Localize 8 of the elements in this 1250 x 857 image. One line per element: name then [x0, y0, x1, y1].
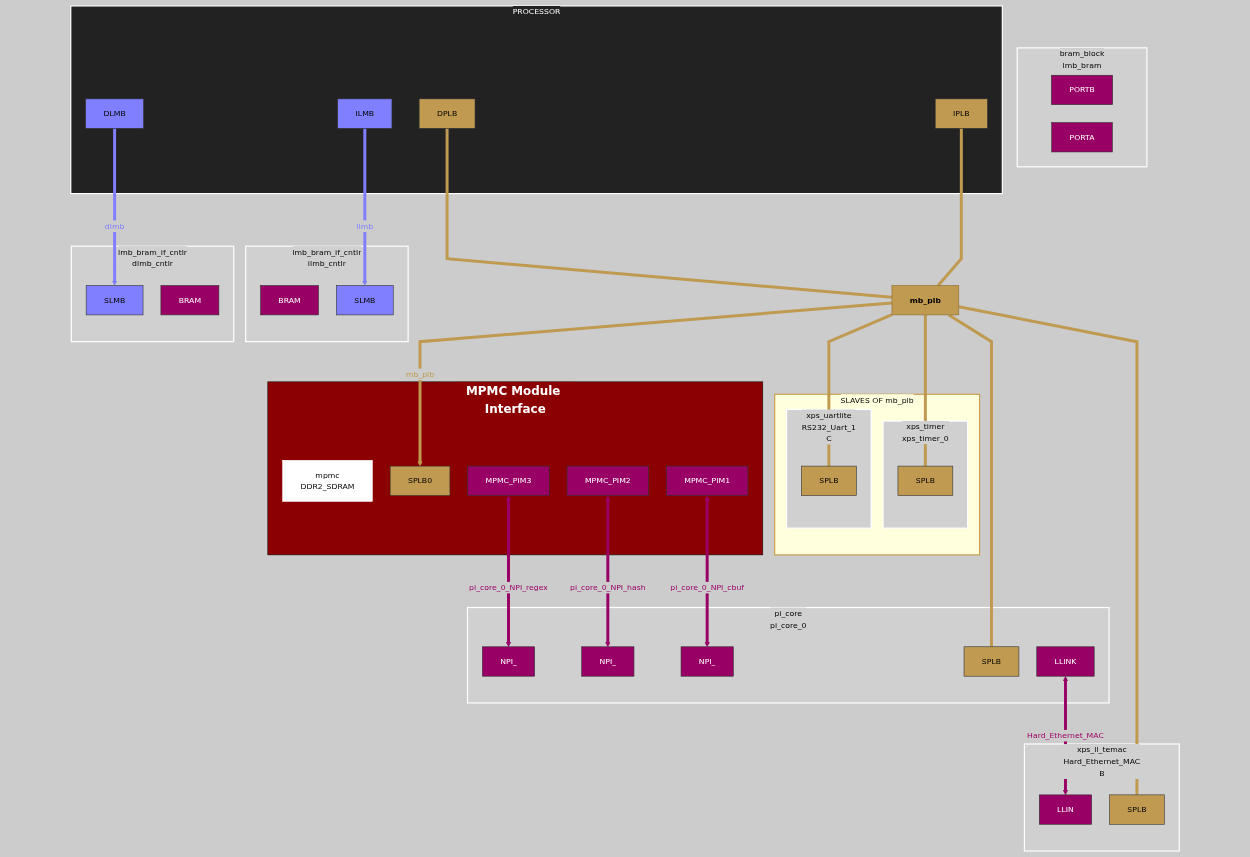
arrow [605, 495, 611, 647]
arrow [362, 128, 368, 286]
arrow [704, 495, 710, 647]
connector [937, 128, 963, 287]
connector [445, 128, 893, 299]
arrow [505, 495, 512, 647]
connector [948, 313, 993, 647]
arrow [112, 128, 118, 286]
